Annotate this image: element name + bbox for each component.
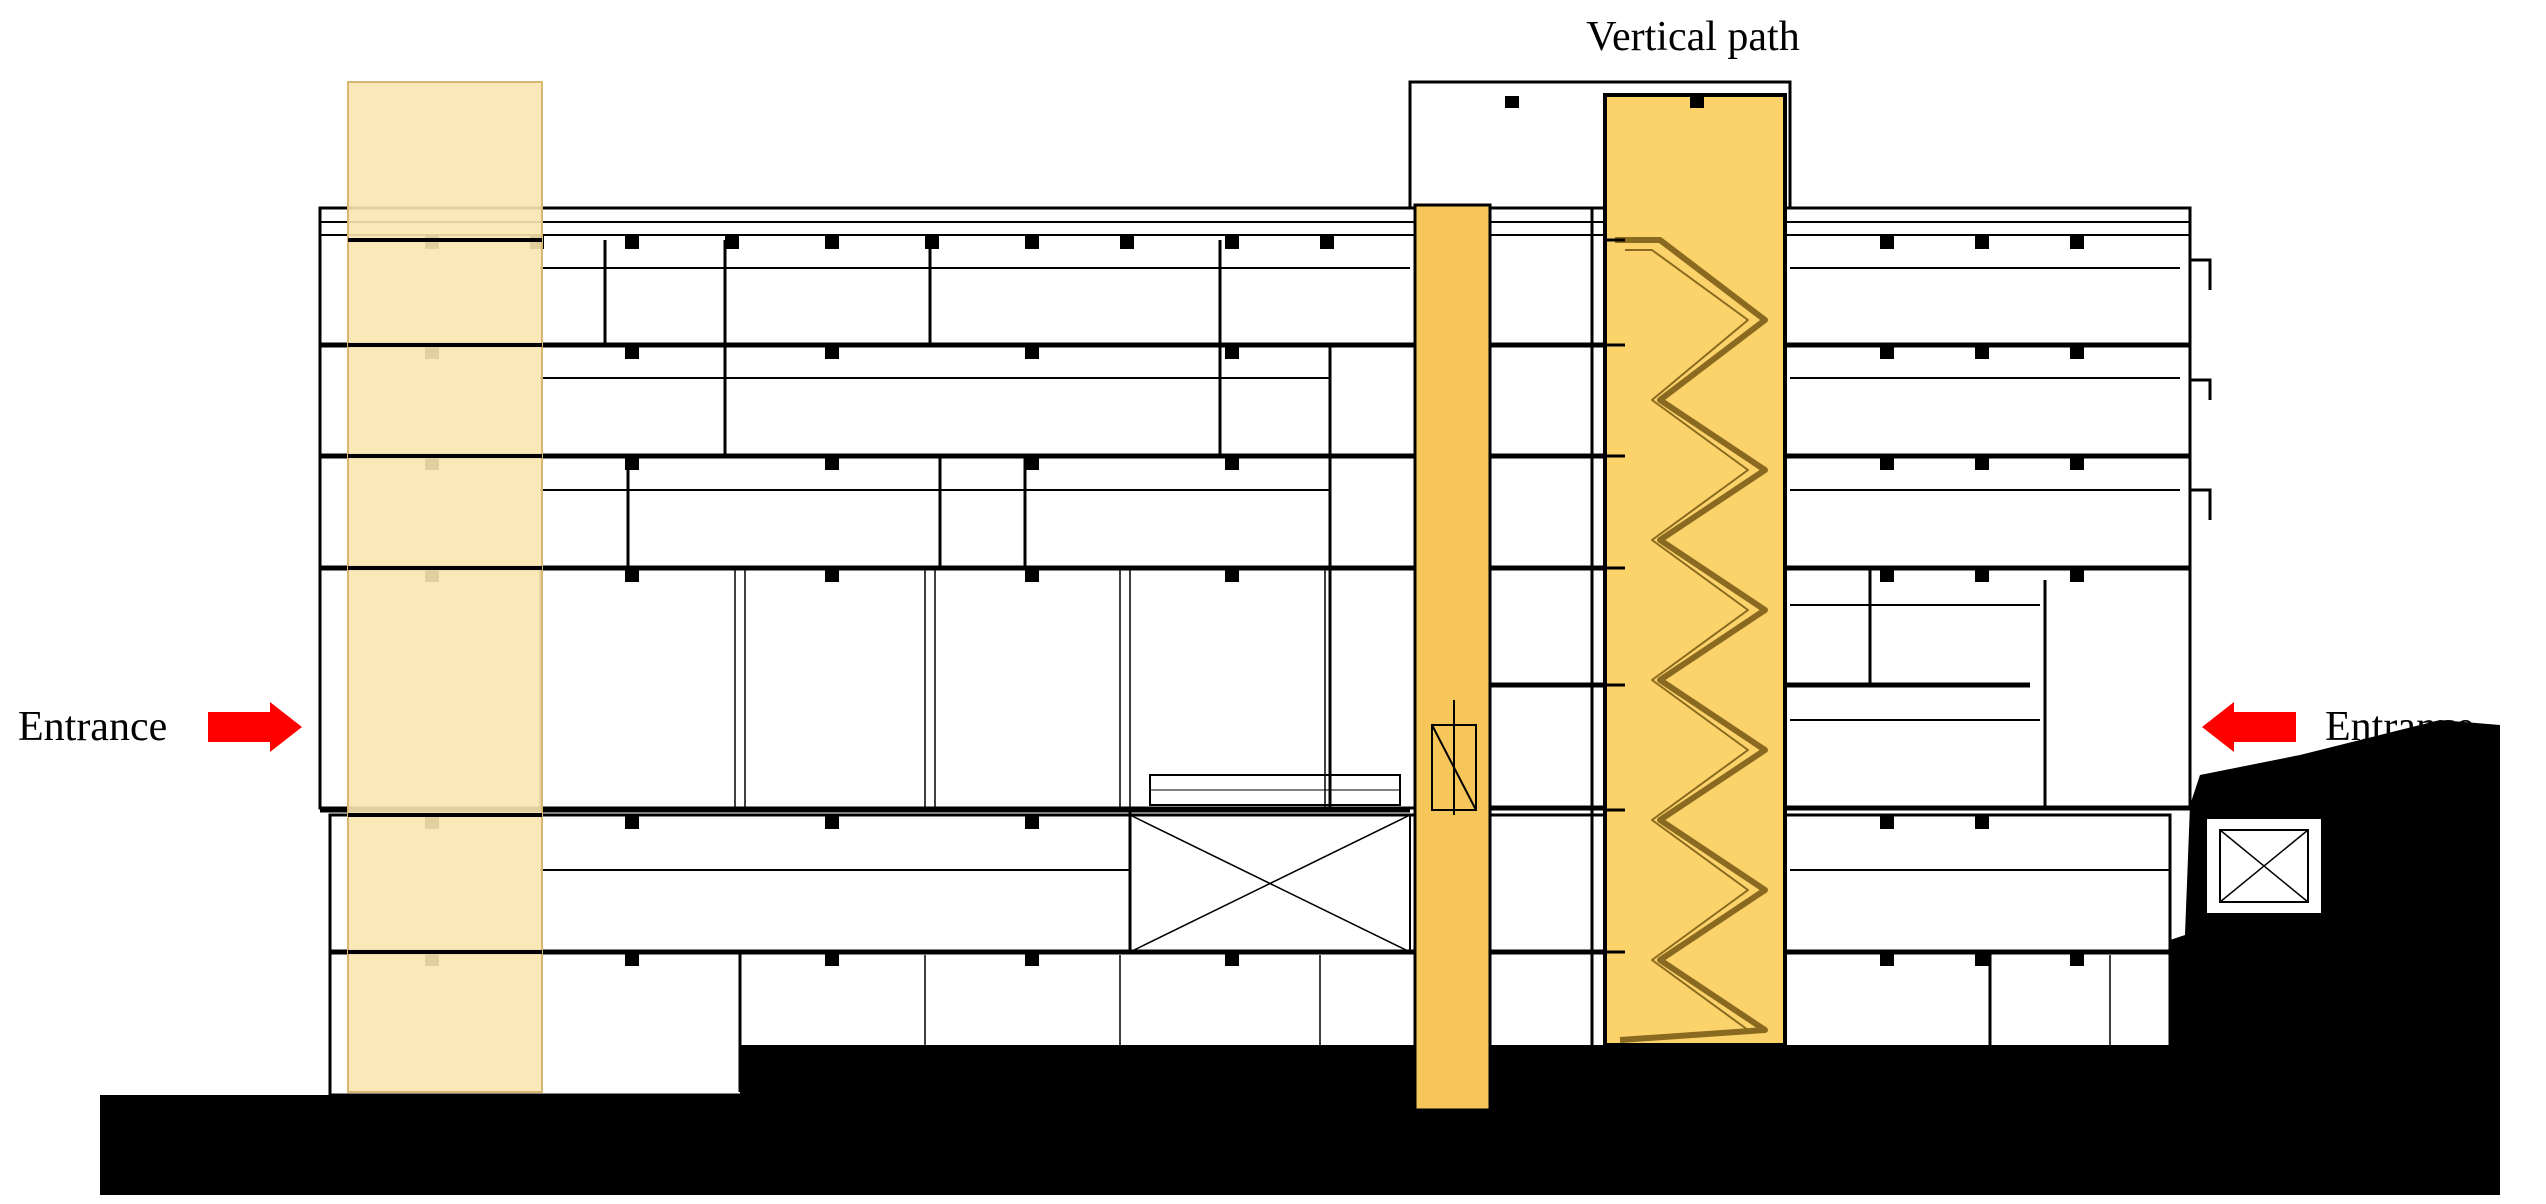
entrance-right-label: Entrance <box>2325 704 2474 750</box>
ceiling-lines <box>540 267 2180 871</box>
left-core-slabs <box>348 238 542 954</box>
elevator-shaft <box>1413 203 1492 1112</box>
bulkhead-beams <box>1505 96 1704 108</box>
facade-brackets <box>2190 258 2212 520</box>
building-outline <box>318 80 2192 810</box>
atrium-void <box>1129 774 1411 953</box>
left-vertical-core <box>347 81 543 1093</box>
partitions <box>603 240 2047 1092</box>
entrance-right-arrow <box>2202 702 2296 752</box>
ground-mass <box>100 720 2500 1105</box>
stair-flights <box>1615 237 1768 1043</box>
foundation-left <box>100 1095 2500 1195</box>
shaft-column <box>1488 208 1594 1045</box>
elevator-car <box>1431 700 1477 815</box>
vertical-path-label: Vertical path <box>1586 14 1799 60</box>
entrance-left-arrow <box>208 702 302 752</box>
exterior-box <box>2207 819 2321 913</box>
stair-landings <box>1605 238 1625 954</box>
entrance-left-label: Entrance <box>18 704 167 750</box>
beams <box>425 235 2084 966</box>
